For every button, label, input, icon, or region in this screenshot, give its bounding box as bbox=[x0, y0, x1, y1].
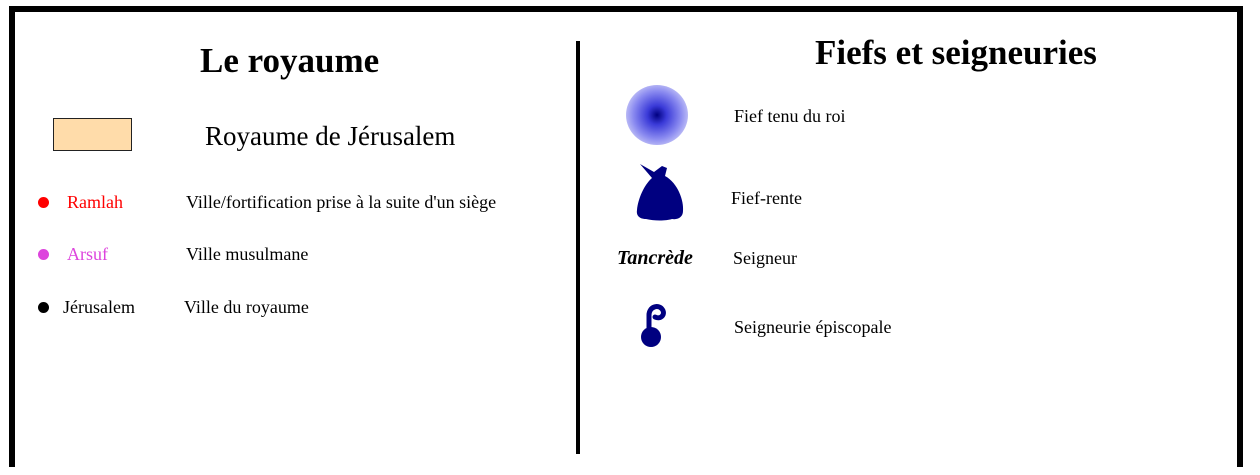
column-divider bbox=[576, 41, 580, 454]
kingdom-swatch bbox=[53, 118, 132, 151]
lord-sample-name: Tancrède bbox=[617, 247, 693, 269]
besieged-city-sample: Ramlah bbox=[67, 192, 123, 212]
kingdom-legend-title: Le royaume bbox=[200, 41, 380, 80]
crozier-icon bbox=[641, 304, 666, 347]
kingdom-city-description: Ville du royaume bbox=[184, 297, 309, 317]
kingdom-label: Royaume de Jérusalem bbox=[205, 121, 456, 151]
lord-label: Seigneur bbox=[733, 248, 797, 268]
royal-fief-icon bbox=[626, 85, 688, 145]
muslim-city-description: Ville musulmane bbox=[186, 244, 309, 264]
muslim-city-dot bbox=[38, 249, 49, 260]
besieged-city-dot bbox=[38, 197, 49, 208]
kingdom-city-dot bbox=[38, 302, 49, 313]
money-bag-icon bbox=[636, 164, 684, 221]
muslim-city-sample: Arsuf bbox=[67, 244, 108, 264]
kingdom-city-sample: Jérusalem bbox=[63, 297, 135, 317]
fiefs-legend-title: Fiefs et seigneuries bbox=[815, 33, 1097, 72]
besieged-city-description: Ville/fortification prise à la suite d'u… bbox=[186, 192, 497, 212]
rent-fief-label: Fief-rente bbox=[731, 188, 802, 208]
legend-frame bbox=[9, 6, 1243, 467]
royal-fief-label: Fief tenu du roi bbox=[734, 106, 846, 126]
episcopal-lordship-label: Seigneurie épiscopale bbox=[734, 317, 892, 337]
